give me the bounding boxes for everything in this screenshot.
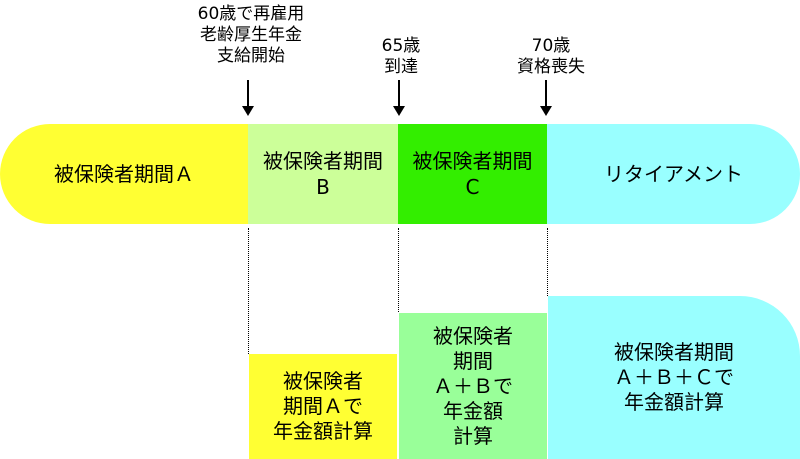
period-a-segment: 被保険者期間Ａ bbox=[0, 124, 248, 224]
guide-line-70 bbox=[547, 228, 548, 296]
milestone-70-label: 70歳 資格喪失 bbox=[517, 36, 585, 77]
period-b-segment: 被保険者期間 B bbox=[248, 124, 398, 224]
guide-line-60 bbox=[248, 228, 249, 354]
calc-abc-box: 被保険者期間 Ａ＋Ｂ＋Ｃで 年金額計算 bbox=[548, 296, 800, 459]
milestone-60-arrow bbox=[242, 80, 254, 116]
guide-line-65 bbox=[398, 228, 399, 312]
period-c-segment: 被保険者期間 C bbox=[398, 124, 547, 224]
milestone-60-label: 60歳で再雇用 老齢厚生年金 支給開始 bbox=[197, 4, 305, 66]
milestone-65-label: 65歳 到達 bbox=[381, 36, 421, 77]
calc-ab-box: 被保険者 期間 Ａ＋Ｂで 年金額 計算 bbox=[399, 313, 547, 459]
milestone-65-arrow bbox=[393, 80, 405, 116]
calc-a-box: 被保険者 期間Ａで 年金額計算 bbox=[249, 354, 397, 459]
retirement-segment: リタイアメント bbox=[547, 124, 800, 224]
milestone-70-arrow bbox=[540, 80, 552, 116]
